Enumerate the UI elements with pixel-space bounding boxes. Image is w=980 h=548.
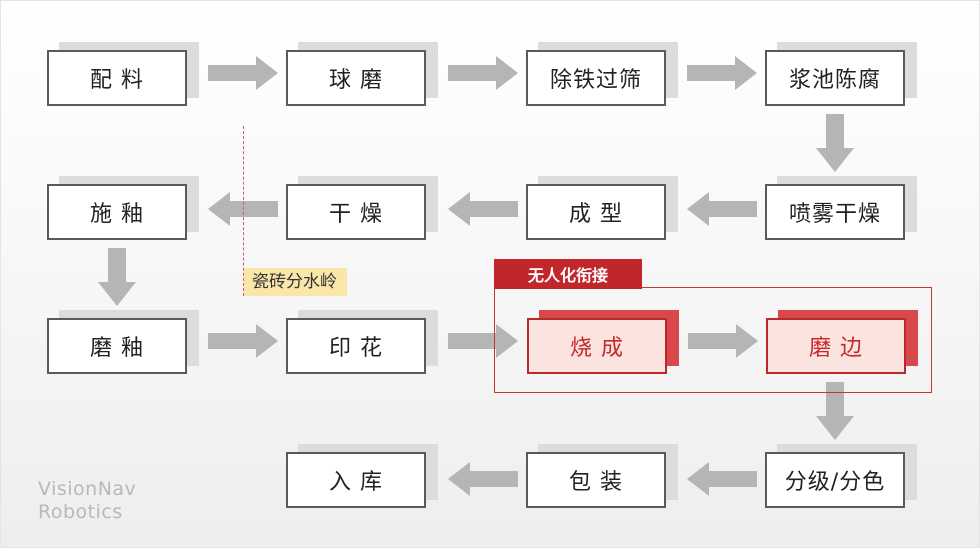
step-ruku: 入 库 (286, 444, 438, 508)
step-label: 浆池陈腐 (765, 50, 905, 106)
step-chengxing: 成 型 (526, 176, 678, 240)
watershed-divider-line (243, 126, 244, 296)
step-baozhuang: 包 装 (526, 444, 678, 508)
watermark-line1: VisionNav (38, 478, 137, 500)
step-label: 干 燥 (286, 184, 426, 240)
arrow-down-icon (816, 382, 854, 440)
step-qiumo: 球 磨 (286, 42, 438, 106)
arrow-right-icon (687, 56, 757, 90)
step-mobian: 磨 边 (766, 310, 918, 374)
automation-group-frame (494, 287, 932, 393)
arrow-right-icon (208, 324, 278, 358)
arrow-left-icon (687, 192, 757, 226)
step-label: 施 釉 (47, 184, 187, 240)
step-label: 入 库 (286, 452, 426, 508)
automation-label: 无人化衔接 (494, 259, 642, 289)
step-jiangchi: 浆池陈腐 (765, 42, 917, 106)
arrow-down-icon (98, 248, 136, 306)
arrow-right-icon (688, 324, 758, 358)
step-label: 烧 成 (527, 318, 667, 374)
step-fenji: 分级/分色 (765, 444, 917, 508)
arrow-down-icon (816, 114, 854, 172)
watershed-label: 瓷砖分水岭 (244, 268, 347, 296)
step-shiyou: 施 釉 (47, 176, 199, 240)
step-penwu: 喷雾干燥 (765, 176, 917, 240)
watermark-line2: Robotics (38, 501, 123, 523)
step-label: 包 装 (526, 452, 666, 508)
arrow-right-icon (208, 56, 278, 90)
step-label: 分级/分色 (765, 452, 905, 508)
step-shaocheng: 烧 成 (527, 310, 679, 374)
arrow-right-icon (448, 56, 518, 90)
step-peiliao: 配 料 (47, 42, 199, 106)
arrow-left-icon (448, 462, 518, 496)
step-label: 球 磨 (286, 50, 426, 106)
step-label: 成 型 (526, 184, 666, 240)
step-label: 喷雾干燥 (765, 184, 905, 240)
step-ganzao: 干 燥 (286, 176, 438, 240)
step-moyou: 磨 釉 (47, 310, 199, 374)
step-label: 磨 釉 (47, 318, 187, 374)
step-label: 磨 边 (766, 318, 906, 374)
step-label: 除铁过筛 (526, 50, 666, 106)
step-yinhua: 印 花 (286, 310, 438, 374)
step-label: 印 花 (286, 318, 426, 374)
visionnav-watermark: VisionNav Robotics (38, 478, 136, 524)
arrow-right-icon (448, 324, 518, 358)
arrow-left-icon (448, 192, 518, 226)
arrow-left-icon (687, 462, 757, 496)
step-chutie: 除铁过筛 (526, 42, 678, 106)
step-label: 配 料 (47, 50, 187, 106)
